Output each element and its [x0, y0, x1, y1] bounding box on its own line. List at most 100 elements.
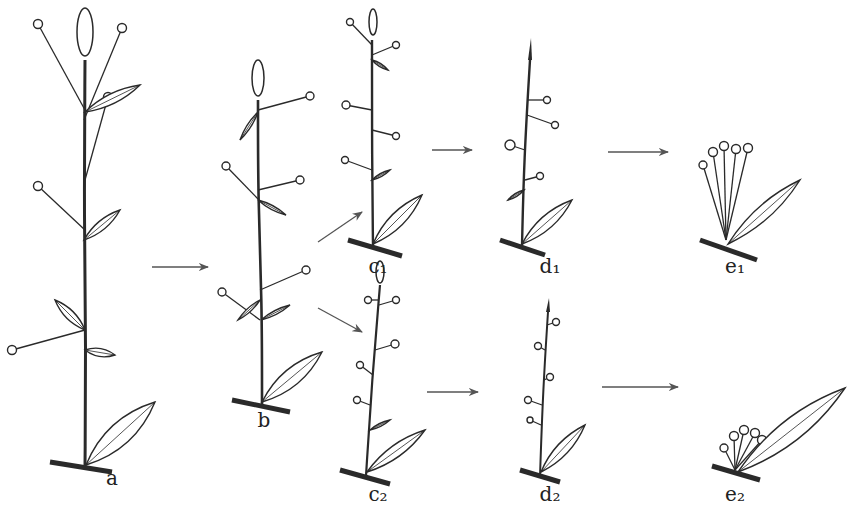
arrow	[602, 386, 678, 387]
leaf-midrib	[522, 200, 572, 244]
flower	[118, 24, 127, 33]
terminal-bud	[77, 8, 93, 56]
leaf-midrib	[261, 305, 290, 320]
arrow	[318, 308, 362, 332]
flower	[720, 444, 728, 452]
flower	[8, 346, 17, 355]
leaf-midrib	[738, 388, 845, 472]
figure-label: d₂	[540, 484, 561, 504]
figure-label: b	[258, 410, 271, 430]
stem	[522, 60, 530, 246]
leaf	[372, 170, 390, 180]
flower	[547, 374, 554, 381]
arrow	[432, 149, 472, 150]
flower	[732, 145, 741, 154]
leaf	[55, 300, 85, 330]
flower	[544, 97, 551, 104]
flower	[222, 162, 230, 170]
flower	[342, 101, 350, 109]
figure-label: a	[106, 468, 118, 488]
leaf-midrib	[85, 85, 140, 112]
stem	[372, 40, 373, 246]
flower	[393, 297, 400, 304]
flower	[744, 144, 753, 153]
leaf	[367, 430, 425, 472]
base-bar	[340, 470, 390, 484]
leaf-midrib	[85, 350, 115, 355]
leaf	[240, 112, 258, 140]
flower	[218, 288, 226, 296]
pedicel	[38, 24, 85, 110]
leaf-midrib	[240, 112, 258, 140]
flower	[751, 429, 760, 438]
flower	[552, 122, 559, 129]
flower	[365, 297, 372, 304]
flower	[527, 417, 533, 423]
leaf	[258, 200, 286, 215]
arrow	[608, 151, 668, 152]
pedicel	[724, 146, 726, 240]
leaf	[738, 388, 845, 472]
leaf-midrib	[372, 60, 388, 70]
flower	[34, 20, 43, 29]
flower	[699, 161, 707, 169]
leaf	[85, 348, 115, 357]
leaf	[522, 200, 572, 244]
leaf	[86, 402, 155, 465]
figure-label: e₂	[725, 484, 745, 504]
leaf-midrib	[238, 300, 260, 320]
pedicel	[12, 330, 85, 350]
flower	[393, 42, 400, 49]
leaf	[238, 300, 260, 320]
flower	[505, 140, 515, 150]
leaf	[84, 210, 120, 240]
leaf-midrib	[367, 430, 425, 472]
arrow	[152, 266, 208, 267]
pedicel	[527, 115, 555, 125]
stem	[84, 60, 85, 466]
leaf	[728, 180, 800, 244]
leaf	[508, 190, 524, 200]
pedicel	[222, 292, 260, 320]
flower	[553, 319, 560, 326]
terminal-bud	[369, 9, 377, 35]
flower	[34, 182, 43, 191]
figure-label: c₂	[368, 484, 387, 504]
flower	[740, 426, 749, 435]
stem	[366, 285, 380, 476]
leaf-midrib	[370, 420, 390, 430]
figure-label: d₁	[540, 256, 561, 276]
leaf-midrib	[372, 170, 390, 180]
pedicel	[726, 149, 736, 240]
stem-tip	[528, 38, 532, 60]
flower	[709, 148, 718, 157]
flower	[302, 266, 310, 274]
flower	[354, 397, 361, 404]
leaf-midrib	[262, 352, 322, 402]
flower	[730, 432, 739, 441]
leaf	[370, 420, 390, 430]
pedicel	[226, 166, 259, 200]
flower	[357, 362, 364, 369]
flower	[347, 19, 354, 26]
plants	[8, 8, 846, 484]
arrows	[152, 150, 678, 392]
leaf	[372, 60, 388, 70]
flower	[535, 343, 542, 350]
leaf-midrib	[55, 300, 85, 330]
flower	[296, 176, 304, 184]
flower	[393, 133, 400, 140]
stem	[258, 100, 262, 404]
flower	[525, 397, 532, 404]
base-bar	[50, 462, 112, 472]
leaf-midrib	[728, 180, 800, 244]
figure-label: e₁	[725, 256, 745, 276]
figure-label: c₁	[368, 256, 387, 276]
pedicel	[258, 180, 300, 190]
pedicel	[703, 165, 726, 240]
flower	[720, 142, 729, 151]
pedicel	[260, 270, 306, 290]
leaf-midrib	[373, 195, 422, 244]
flower	[342, 157, 349, 164]
leaf-midrib	[508, 190, 524, 200]
